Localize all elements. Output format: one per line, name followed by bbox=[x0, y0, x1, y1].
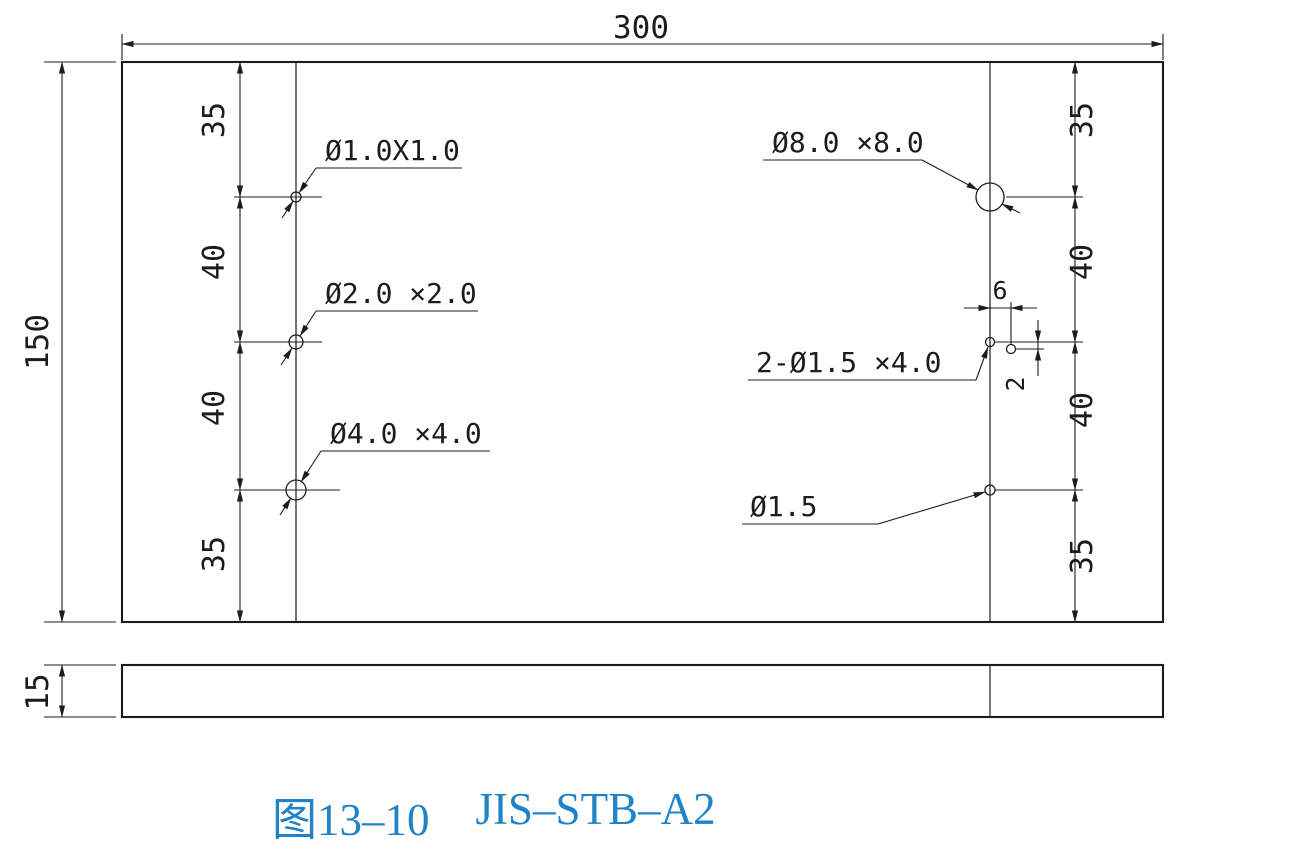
dim-label-thickness: 15 bbox=[20, 673, 56, 710]
callout-left-middle: Ø2.0 ×2.0 bbox=[280, 277, 478, 366]
dim-thickness: 15 bbox=[20, 664, 116, 718]
callout-left-bottom: Ø4.0 ×4.0 bbox=[279, 417, 490, 516]
dim-label-height: 150 bbox=[20, 314, 56, 370]
callout-left-top: Ø1.0X1.0 bbox=[281, 134, 462, 219]
leader-line bbox=[877, 491, 986, 525]
dim-chain-right: 35 40 40 35 bbox=[995, 61, 1100, 623]
leader-tail-line bbox=[281, 200, 294, 219]
dim-label-right-35-bottom: 35 bbox=[1065, 538, 1100, 574]
dim-overall-height: 150 bbox=[20, 61, 116, 623]
leader-tail-line bbox=[279, 497, 292, 516]
dim-label-left-35-top: 35 bbox=[197, 102, 232, 138]
plate-outline bbox=[120, 60, 1165, 624]
hole-right-middle-a bbox=[984, 336, 996, 348]
hole-label-right-middle: 2-Ø1.5 ×4.0 bbox=[756, 346, 941, 379]
hole-left-bottom bbox=[285, 479, 307, 501]
dim-label-left-35-bottom: 35 bbox=[197, 536, 232, 572]
leader-line bbox=[975, 346, 989, 381]
dim-label-right-40-lower: 40 bbox=[1065, 392, 1100, 428]
callout-right-top: Ø8.0 ×8.0 bbox=[763, 126, 1021, 214]
leader-line bbox=[300, 450, 322, 483]
hole-left-top bbox=[290, 191, 302, 203]
dim-overall-width: 300 bbox=[121, 10, 1164, 60]
hole-label-left-top: Ø1.0X1.0 bbox=[325, 134, 460, 167]
dim-label-left-40-lower: 40 bbox=[197, 390, 232, 426]
hole-right-middle-b bbox=[1005, 343, 1017, 355]
leader-line bbox=[298, 167, 317, 194]
leader-line bbox=[299, 310, 317, 337]
dim-label-right-35-top: 35 bbox=[1065, 102, 1100, 138]
callout-right-middle: 2-Ø1.5 ×4.0 bbox=[748, 346, 989, 381]
figure-caption: 图13–10 JIS–STB–A2 bbox=[272, 783, 716, 848]
dim-label-left-40-upper: 40 bbox=[197, 244, 232, 280]
hole-label-right-bottom: Ø1.5 bbox=[750, 490, 817, 523]
leader-line bbox=[921, 159, 979, 191]
hole-left-middle bbox=[288, 334, 304, 350]
dim-label-width: 300 bbox=[613, 10, 669, 46]
dim-offset-vertical: 2 bbox=[1001, 320, 1044, 392]
dim-label-offset-horizontal: 6 bbox=[992, 276, 1007, 305]
leader-tail-line bbox=[280, 347, 293, 366]
side-view bbox=[120, 663, 1165, 719]
dim-chain-left: 35 40 40 35 bbox=[197, 61, 340, 623]
dim-label-right-40-upper: 40 bbox=[1065, 244, 1100, 280]
hole-right-bottom bbox=[984, 484, 996, 496]
holes bbox=[285, 182, 1017, 501]
hole-label-left-bottom: Ø4.0 ×4.0 bbox=[330, 417, 482, 450]
hole-label-left-middle: Ø2.0 ×2.0 bbox=[325, 277, 477, 310]
dim-label-offset-vertical: 2 bbox=[1001, 376, 1030, 391]
side-view-outline bbox=[120, 663, 1165, 719]
dim-offset-horizontal: 6 bbox=[964, 276, 1037, 344]
callout-right-bottom: Ø1.5 bbox=[742, 490, 986, 525]
hole-label-right-top: Ø8.0 ×8.0 bbox=[772, 126, 924, 159]
figure-caption-title: JIS–STB–A2 bbox=[475, 784, 716, 834]
hole-right-top bbox=[975, 182, 1005, 212]
figure-caption-number: 图13–10 bbox=[272, 795, 430, 845]
leader-tail-line bbox=[1001, 203, 1021, 214]
